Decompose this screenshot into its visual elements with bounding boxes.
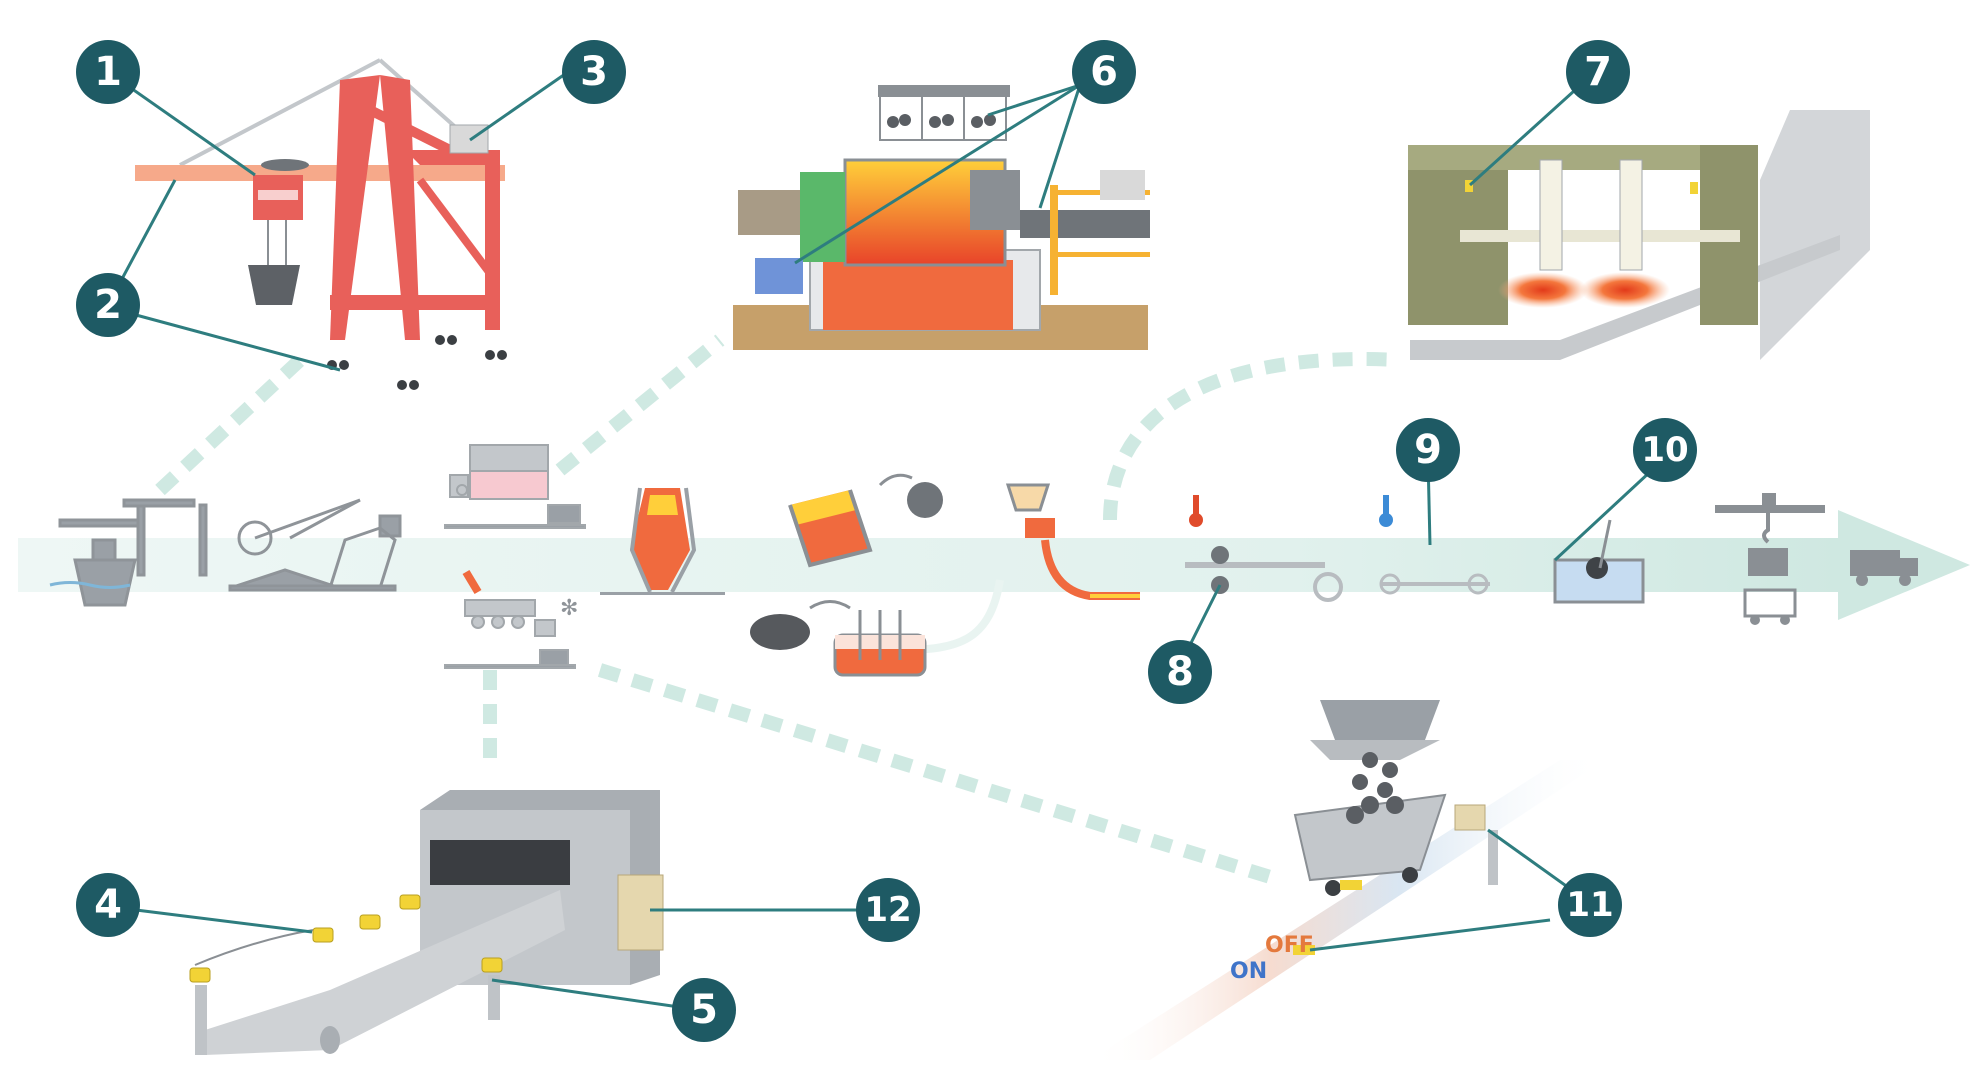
cold-rolling-icon	[1379, 495, 1490, 595]
switch-off-label: OFF	[1265, 933, 1314, 958]
svg-text:3: 3	[580, 49, 608, 95]
svg-text:4: 4	[94, 882, 122, 928]
svg-text:10: 10	[1641, 430, 1688, 470]
svg-text:9: 9	[1414, 427, 1442, 473]
svg-text:5: 5	[690, 987, 718, 1033]
callout-1: 1	[76, 40, 140, 104]
belt-conveyor-illustration	[189, 790, 664, 1055]
switch-on-label: ON	[1230, 959, 1267, 984]
blast-furnace-icon	[600, 487, 725, 595]
svg-text:✻: ✻	[560, 596, 578, 621]
eaf-plant-illustration	[733, 85, 1150, 350]
hopper-cart-illustration: OFF ON	[1090, 700, 1605, 1060]
callout-4: 4	[76, 873, 140, 937]
svg-text:7: 7	[1584, 49, 1612, 95]
svg-text:8: 8	[1166, 649, 1194, 695]
callout-2: 2	[76, 273, 140, 337]
unloader-crane-illustration	[135, 58, 507, 390]
callout-12: 12	[856, 878, 920, 942]
converter-icon	[788, 473, 943, 568]
coating-bath-icon	[1553, 519, 1645, 604]
callout-3: 3	[562, 40, 626, 104]
callout-11: 11	[1558, 873, 1622, 937]
stacker-reclaimer-icon	[228, 498, 402, 592]
electric-arc-furnace-icon	[750, 600, 927, 677]
callout-10: 10	[1633, 418, 1697, 482]
svg-text:12: 12	[864, 890, 911, 930]
callout-5: 5	[672, 978, 736, 1042]
continuous-casting-icon	[1005, 483, 1140, 600]
sinter-cooling-icon: ✻	[444, 569, 578, 669]
sintering-plant-icon	[444, 444, 586, 529]
svg-text:6: 6	[1090, 49, 1118, 95]
callout-8: 8	[1148, 640, 1212, 704]
svg-text:1: 1	[94, 49, 122, 95]
callout-6: 6	[1072, 40, 1136, 104]
torch-cutter-illustration	[1408, 110, 1870, 360]
svg-text:2: 2	[94, 282, 122, 328]
ship-unloading-icon	[49, 498, 208, 607]
callout-9: 9	[1396, 418, 1460, 482]
dotted-connectors	[155, 334, 1401, 887]
hot-rolling-icon	[1185, 495, 1343, 602]
coil-shipping-icon	[1715, 493, 1918, 625]
svg-text:11: 11	[1566, 885, 1613, 925]
callout-7: 7	[1566, 40, 1630, 104]
